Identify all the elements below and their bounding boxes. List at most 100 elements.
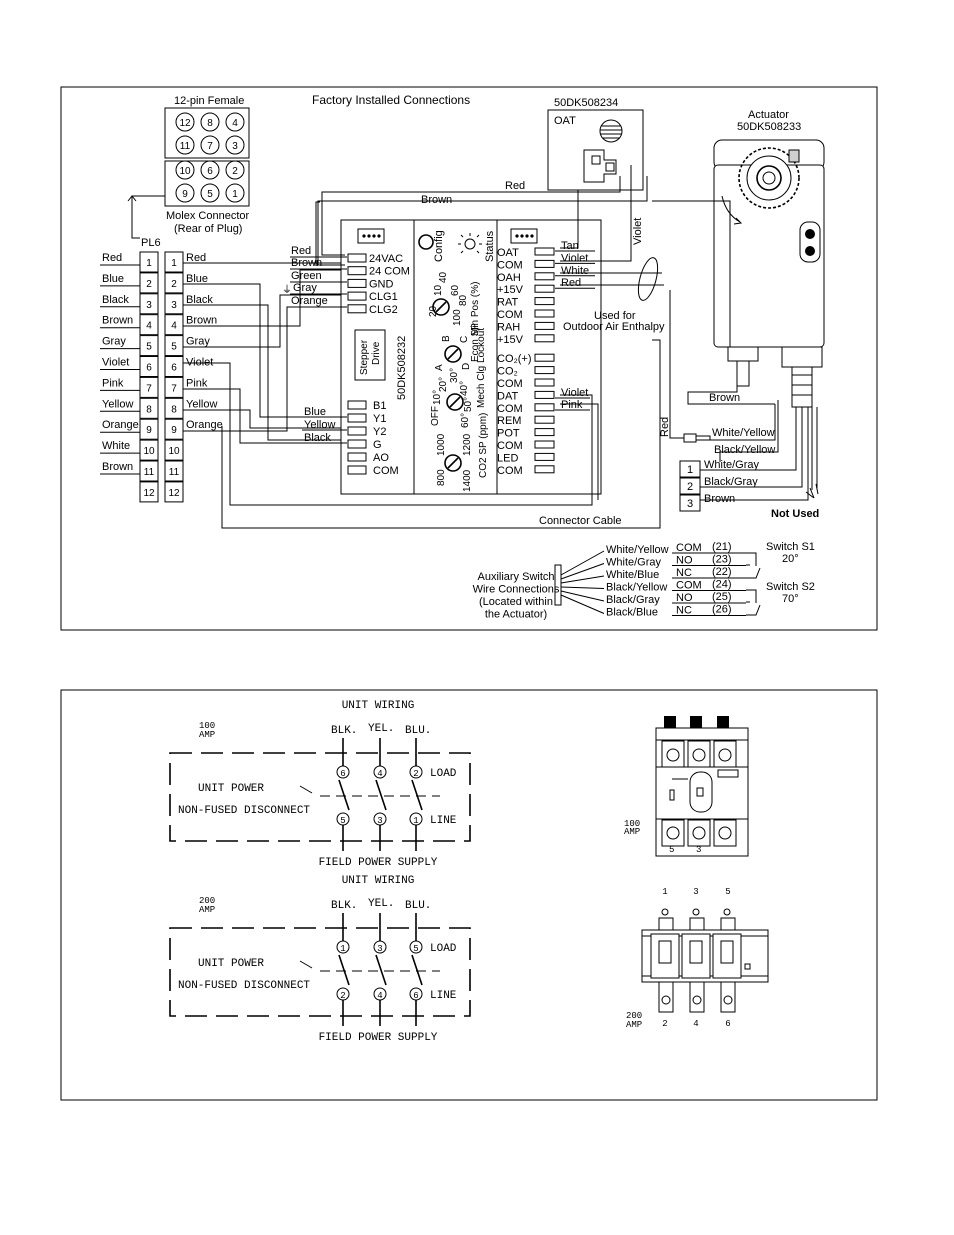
load-terminal — [409, 940, 423, 954]
line-label: LINE — [430, 990, 457, 1002]
pl6-pin-number-left: 11 — [144, 467, 155, 478]
stepper-drive-box — [354, 329, 386, 381]
controller-wire-label: Violet — [561, 252, 588, 264]
terminal-label: DAT — [497, 390, 518, 402]
pl6-pin-number-left: 4 — [146, 321, 152, 332]
terminal-slot — [347, 426, 367, 436]
wire-red-top: Red — [505, 180, 525, 192]
left-wire-label: Blue — [102, 273, 124, 285]
pl6-pin-right — [164, 481, 184, 503]
amp-unit: AMP — [199, 730, 215, 740]
pl6-pin-number-left: 5 — [146, 342, 152, 353]
load-terminal-number: 4 — [377, 769, 382, 779]
terminal-slot — [534, 272, 555, 281]
terminal-label: G — [373, 439, 382, 451]
aux-terminal: NO — [676, 592, 693, 604]
controller-wire-label: Tan — [561, 240, 579, 252]
pl6-pin-number-left: 3 — [146, 300, 152, 311]
pic200-bottom-number: 6 — [725, 1019, 730, 1029]
left-wire-label: Violet — [102, 357, 129, 369]
terminal-slot — [347, 304, 367, 314]
top-panel-frame — [60, 86, 878, 631]
min-pos-tick: 40 — [438, 271, 449, 283]
mech-tick: 60° — [460, 413, 471, 428]
load-terminal-number: 1 — [340, 944, 345, 954]
left-wire-label: Pink — [102, 377, 124, 389]
right-wire-label: Yellow — [186, 398, 217, 410]
right-wire-label: Orange — [186, 419, 223, 431]
pl6-pin-number-left: 2 — [146, 279, 152, 290]
aux-terminal: NO — [676, 555, 693, 567]
switch-blade — [338, 779, 350, 811]
terminal-label: +15V — [497, 284, 524, 296]
terminal-label: CLG1 — [369, 291, 398, 303]
female-pin — [175, 160, 195, 180]
female-pin-number: 10 — [179, 166, 191, 177]
molex-sub: (Rear of Plug) — [174, 223, 242, 235]
aux-number: (24) — [712, 579, 732, 591]
connector-cable-label: Connector Cable — [539, 515, 622, 527]
pl6-pin-number-right: 12 — [168, 488, 180, 499]
switch-blade — [411, 954, 423, 986]
actuator-pin-wire: Brown — [704, 493, 735, 505]
phase-label: BLU. — [405, 725, 431, 737]
econ-sp-label: Econ SP — [470, 323, 481, 362]
right-wire — [183, 294, 345, 348]
min-pos-tick: 60 — [450, 284, 461, 296]
harness-wires — [185, 165, 818, 529]
actuator-label: Actuator — [748, 109, 789, 121]
enthalpy-label-2: Outdoor Air Enthalpy — [563, 321, 665, 333]
controller-wire-label: Yellow — [304, 419, 335, 431]
actuator-pin — [679, 477, 701, 495]
controller-wire-label: Brown — [291, 257, 322, 269]
field-power-label: FIELD POWER SUPPLY — [319, 857, 438, 869]
mech-tick: 50° — [463, 397, 474, 412]
terminal-slot — [347, 413, 367, 423]
aux-wire — [560, 563, 605, 580]
female-pin-number: 2 — [232, 166, 238, 177]
aux-wire-label: Black/Yellow — [606, 582, 667, 594]
right-wire-label: Brown — [186, 315, 217, 327]
pl6-pin-left — [139, 418, 159, 440]
pic200-amp-unit: AMP — [626, 1020, 642, 1030]
terminal-label: 24 COM — [369, 266, 410, 278]
female-pin — [200, 160, 220, 180]
pl6-pin-left — [139, 397, 159, 419]
switch-blade — [338, 954, 350, 986]
terminal-label: +15V — [497, 334, 524, 346]
mech-tick: 30° — [449, 368, 460, 383]
min-pos-tick: 80 — [458, 294, 469, 306]
terminal-label: RAH — [497, 321, 520, 333]
aux-terminal: NC — [676, 605, 692, 617]
terminal-label: CO₂ — [497, 366, 518, 378]
pl6-pin-left — [139, 376, 159, 398]
terminal-label: Y1 — [373, 413, 386, 425]
switch-s2-icon — [746, 589, 761, 616]
terminal-label: Y2 — [373, 426, 386, 438]
female-pin-number: 6 — [207, 166, 213, 177]
wire-brown-top: Brown — [421, 194, 452, 206]
aux-label-line: Auxiliary Switch — [477, 571, 554, 583]
female-pin-number: 11 — [180, 141, 191, 152]
amp-unit: AMP — [199, 905, 215, 915]
terminal-slot — [347, 253, 367, 263]
oat-part: 50DK508234 — [554, 97, 618, 109]
min-pos-tick: 100 — [452, 309, 463, 326]
terminal-slot — [347, 266, 367, 276]
female-pin — [200, 183, 220, 203]
molex-leader — [131, 195, 165, 239]
act-wire-white-yellow: White/Yellow — [712, 427, 775, 439]
econ-tick: D — [461, 363, 472, 370]
pl6-pin-number-left: 1 — [146, 258, 152, 269]
line-terminal-number: 4 — [377, 991, 382, 1001]
aux-label-line: the Actuator) — [485, 609, 547, 621]
female-pin — [175, 183, 195, 203]
pl6-pin-right — [164, 272, 184, 294]
oat-sensor — [547, 109, 644, 191]
stepper-label-2: Drive — [371, 341, 382, 365]
pic100-amp-unit: AMP — [624, 827, 640, 837]
aux-wire — [560, 594, 605, 614]
